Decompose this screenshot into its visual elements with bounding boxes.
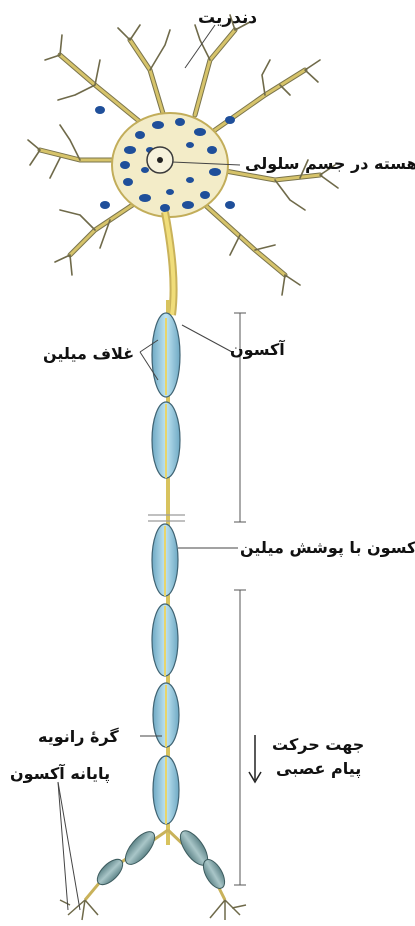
label-direction-line2: پیام عصبی [276, 759, 361, 778]
label-direction-line1: جهت حرکت [272, 735, 364, 754]
label-myelin-sheath: غلاف میلین [43, 344, 134, 363]
label-dendrite: دندریت [198, 8, 257, 28]
label-node-of-ranvier: گرۀ رانویه [38, 727, 119, 746]
label-nucleus: هسته در جسم سلولی [245, 154, 415, 173]
label-axon-terminal: پایانه آکسون [10, 764, 110, 783]
axon-core [165, 318, 166, 824]
label-axon: آکسون [230, 340, 285, 359]
cell-body [95, 106, 235, 217]
direction-arrow [249, 735, 261, 782]
axon-terminals [60, 826, 246, 920]
myelinated-range-bracket [234, 313, 246, 885]
label-myelinated-axon: آکسون با پوشش میلین [240, 538, 415, 557]
